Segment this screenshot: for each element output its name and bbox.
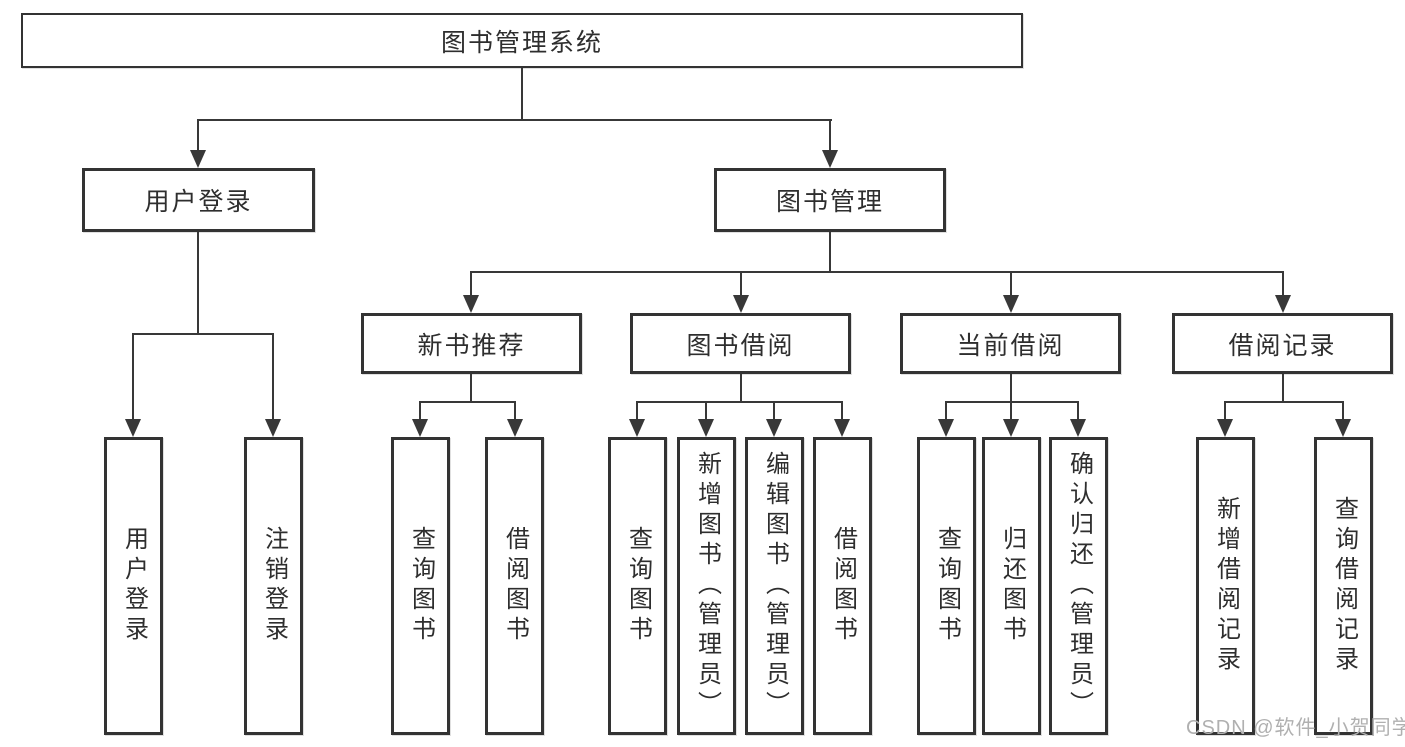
leaf-borrow-books-recommend: 借阅图书 xyxy=(485,437,544,735)
connector-line xyxy=(636,401,638,423)
csdn-watermark: CSDN @软件_小贺同学 xyxy=(1186,717,1405,739)
connector-line xyxy=(740,374,742,403)
connector-line xyxy=(773,401,775,423)
node-library-system: 图书管理系统 xyxy=(21,13,1023,68)
connector-line xyxy=(1282,374,1284,403)
arrow-down-icon xyxy=(265,419,281,437)
connector-line xyxy=(841,401,843,423)
connector-line xyxy=(197,119,832,121)
arrow-down-icon xyxy=(1275,295,1291,313)
node-current-borrowing: 当前借阅 xyxy=(900,313,1121,374)
arrow-down-icon xyxy=(822,150,838,168)
node-borrowing-records: 借阅记录 xyxy=(1172,313,1393,374)
leaf-borrow-books-borrowing-label: 借阅图书 xyxy=(829,526,857,646)
leaf-logout: 注销登录 xyxy=(244,437,303,735)
node-user-login-label: 用户登录 xyxy=(144,188,253,216)
node-book-management: 图书管理 xyxy=(714,168,946,232)
leaf-return-book: 归还图书 xyxy=(982,437,1041,735)
leaf-add-borrow-record: 新增借阅记录 xyxy=(1196,437,1255,735)
connector-line xyxy=(514,401,516,423)
connector-line xyxy=(132,333,134,423)
connector-line xyxy=(419,401,421,423)
arrow-down-icon xyxy=(1003,419,1019,437)
leaf-query-books-recommend-label: 查询图书 xyxy=(407,526,435,646)
connector-line xyxy=(945,401,1079,403)
connector-line xyxy=(636,401,843,403)
node-book-borrowing: 图书借阅 xyxy=(630,313,851,374)
leaf-edit-book-admin-label: 编辑图书（管理员） xyxy=(761,451,789,721)
leaf-query-books-current-label: 查询图书 xyxy=(933,526,961,646)
arrow-down-icon xyxy=(1217,419,1233,437)
arrow-down-icon xyxy=(412,419,428,437)
connector-line xyxy=(1010,374,1012,403)
arrow-down-icon xyxy=(733,295,749,313)
connector-line xyxy=(1010,401,1012,423)
leaf-query-borrow-record-label: 查询借阅记录 xyxy=(1330,496,1358,676)
leaf-query-books-borrowing-label: 查询图书 xyxy=(624,526,652,646)
connector-line xyxy=(272,333,274,423)
leaf-edit-book-admin: 编辑图书（管理员） xyxy=(745,437,804,735)
arrow-down-icon xyxy=(629,419,645,437)
connector-line xyxy=(945,401,947,423)
connector-line xyxy=(1077,401,1079,423)
leaf-borrow-books-recommend-label: 借阅图书 xyxy=(501,526,529,646)
arrow-down-icon xyxy=(766,419,782,437)
connector-line xyxy=(829,232,831,273)
node-library-system-label: 图书管理系统 xyxy=(440,28,603,57)
connector-line xyxy=(829,119,831,153)
connector-line xyxy=(1224,401,1344,403)
leaf-add-book-admin: 新增图书（管理员） xyxy=(677,437,736,735)
connector-line xyxy=(521,68,523,121)
node-new-book-recommendation: 新书推荐 xyxy=(361,313,582,374)
leaf-confirm-return-admin-label: 确认归还（管理员） xyxy=(1065,451,1093,721)
connector-line xyxy=(1342,401,1344,423)
arrow-down-icon xyxy=(1003,295,1019,313)
arrow-down-icon xyxy=(463,295,479,313)
leaf-user-login: 用户登录 xyxy=(104,437,163,735)
connector-line xyxy=(705,401,707,423)
leaf-add-borrow-record-label: 新增借阅记录 xyxy=(1212,496,1240,676)
node-book-management-label: 图书管理 xyxy=(775,188,884,216)
arrow-down-icon xyxy=(507,419,523,437)
connector-line xyxy=(197,232,199,335)
leaf-query-books-current: 查询图书 xyxy=(917,437,976,735)
leaf-logout-label: 注销登录 xyxy=(260,526,288,646)
leaf-query-books-recommend: 查询图书 xyxy=(391,437,450,735)
connector-line xyxy=(470,374,472,403)
connector-line xyxy=(470,271,472,298)
connector-line xyxy=(419,401,516,403)
node-book-borrowing-label: 图书借阅 xyxy=(686,331,795,360)
node-current-borrowing-label: 当前借阅 xyxy=(956,331,1065,360)
connector-line xyxy=(1224,401,1226,423)
leaf-query-books-borrowing: 查询图书 xyxy=(608,437,667,735)
arrow-down-icon xyxy=(698,419,714,437)
leaf-add-book-admin-label: 新增图书（管理员） xyxy=(693,451,721,721)
arrow-down-icon xyxy=(190,150,206,168)
arrow-down-icon xyxy=(1070,419,1086,437)
leaf-query-borrow-record: 查询借阅记录 xyxy=(1314,437,1373,735)
connector-line xyxy=(1282,271,1284,298)
leaf-user-login-label: 用户登录 xyxy=(120,526,148,646)
node-new-book-recommendation-label: 新书推荐 xyxy=(417,331,526,360)
connector-line xyxy=(132,333,274,335)
leaf-return-book-label: 归还图书 xyxy=(998,526,1026,646)
arrow-down-icon xyxy=(834,419,850,437)
node-borrowing-records-label: 借阅记录 xyxy=(1228,331,1337,360)
arrow-down-icon xyxy=(125,419,141,437)
node-user-login: 用户登录 xyxy=(82,168,315,232)
connector-line xyxy=(470,271,1284,273)
leaf-confirm-return-admin: 确认归还（管理员） xyxy=(1049,437,1108,735)
leaf-borrow-books-borrowing: 借阅图书 xyxy=(813,437,872,735)
connector-line xyxy=(197,119,199,153)
arrow-down-icon xyxy=(938,419,954,437)
connector-line xyxy=(740,271,742,298)
arrow-down-icon xyxy=(1335,419,1351,437)
connector-line xyxy=(1010,271,1012,298)
